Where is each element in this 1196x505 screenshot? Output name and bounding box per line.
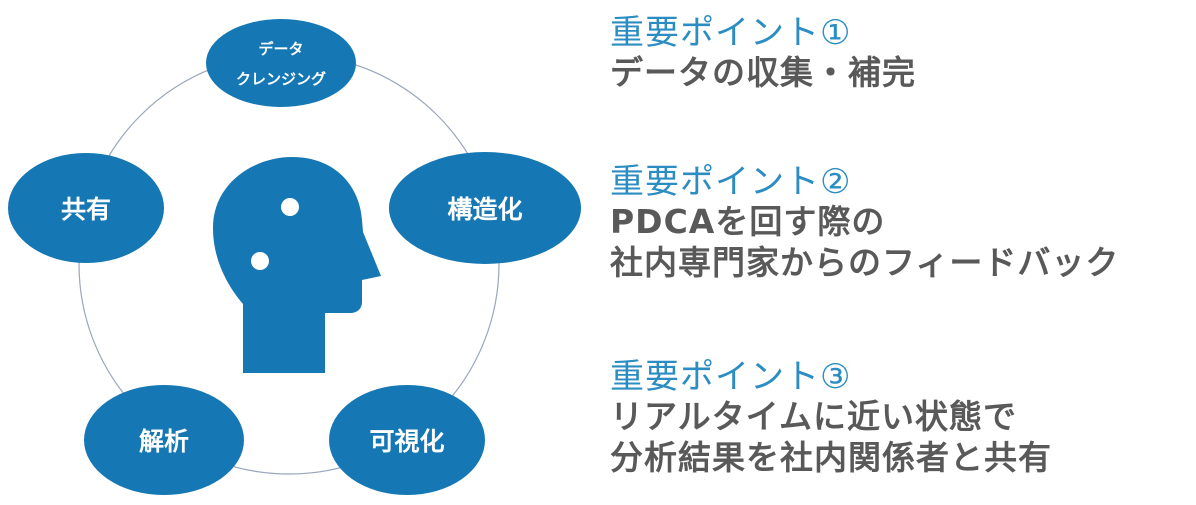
key-point-text: データの収集・補完 <box>610 53 916 92</box>
key-point-text: 社内専門家からのフィードバック <box>610 243 1120 282</box>
key-points-list: 重要ポイント① データの収集・補完 重要ポイント② PDCAを回す際の 社内専門… <box>610 0 1196 505</box>
gear-icon-large <box>260 177 320 237</box>
gear-icon-small <box>230 231 290 291</box>
cycle-node-cleansing: データ クレンジング <box>206 19 356 107</box>
key-point-text: PDCAを回す際の <box>610 202 886 241</box>
key-point-3: 重要ポイント③ リアルタイムに近い状態で 分析結果を社内関係者と共有 <box>610 358 1052 478</box>
key-point-text: 分析結果を社内関係者と共有 <box>610 438 1052 477</box>
node-label-line: データ <box>258 40 303 58</box>
key-point-2: 重要ポイント② PDCAを回す際の 社内専門家からのフィードバック <box>610 163 1119 283</box>
cycle-node-structuring: 構造化 <box>389 152 581 264</box>
node-label: 共有 <box>61 195 111 224</box>
key-point-title: 重要ポイント① <box>610 13 852 53</box>
key-point-1: 重要ポイント① データの収集・補完 <box>610 14 916 93</box>
head-with-gears-icon <box>213 157 381 373</box>
key-point-title: 重要ポイント② <box>610 162 852 202</box>
cycle-node-sharing: 共有 <box>8 153 164 263</box>
cycle-node-analysis: 解析 <box>84 385 244 495</box>
node-label: 構造化 <box>447 195 522 224</box>
cycle-node-visualization: 可視化 <box>329 385 485 495</box>
node-label-line: クレンジング <box>236 70 326 88</box>
key-point-title: 重要ポイント③ <box>610 357 852 397</box>
data-cycle-diagram: データ クレンジング 構造化 可視化 解析 共有 <box>8 19 581 495</box>
key-point-text: リアルタイムに近い状態で <box>610 397 1018 436</box>
node-label: 解析 <box>139 427 189 456</box>
node-label: 可視化 <box>369 427 444 456</box>
